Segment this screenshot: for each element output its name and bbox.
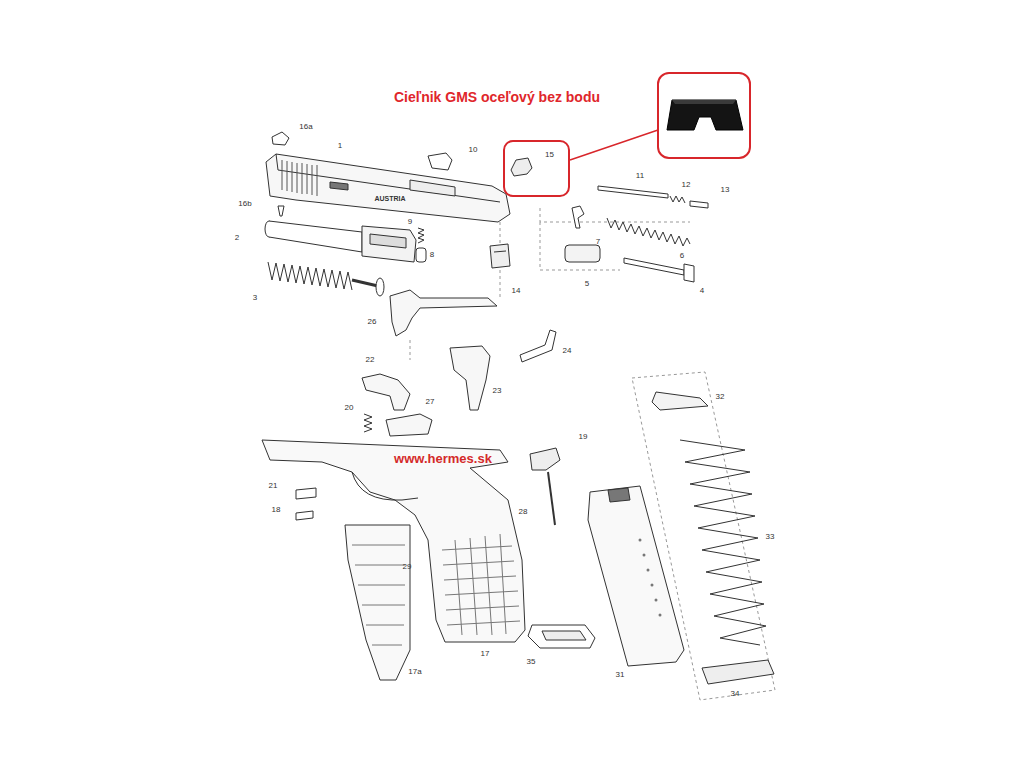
callout-number: 3 xyxy=(253,294,257,302)
callout-number: 17a xyxy=(408,668,421,676)
callout-number: 21 xyxy=(269,482,278,490)
callout-number: 33 xyxy=(766,533,775,541)
callout-number: 18 xyxy=(272,506,281,514)
callout-number: 20 xyxy=(345,404,354,412)
sight-photo xyxy=(667,100,743,130)
slide-marking: AUSTRIA xyxy=(374,195,405,202)
highlight-box: 15 xyxy=(503,140,570,197)
callout-number: 16a xyxy=(299,123,312,131)
page-title: Cieľnik GMS oceľový bez bodu xyxy=(394,89,600,105)
callout-number: 13 xyxy=(721,186,730,194)
callout-number: 8 xyxy=(430,251,434,259)
callout-number: 32 xyxy=(716,393,725,401)
callout-number: 5 xyxy=(585,280,589,288)
callout-number: 9 xyxy=(408,218,412,226)
callout-number: 34 xyxy=(731,690,740,698)
photo-frame xyxy=(658,73,750,158)
callout-number: 23 xyxy=(493,387,502,395)
callout-number: 16b xyxy=(238,200,251,208)
callout-number: 7 xyxy=(596,238,600,246)
callout-number: 31 xyxy=(616,671,625,679)
callout-number: 14 xyxy=(512,287,521,295)
callout-number: 27 xyxy=(426,398,435,406)
callout-number: 19 xyxy=(579,433,588,441)
callout-number: 15 xyxy=(545,151,554,159)
callout-number: 29 xyxy=(403,563,412,571)
callout-number: 10 xyxy=(469,146,478,154)
callout-number: 6 xyxy=(680,252,684,260)
callout-number: 35 xyxy=(527,658,536,666)
callout-number: 24 xyxy=(563,347,572,355)
callout-number: 2 xyxy=(235,234,239,242)
callout-number: 28 xyxy=(519,508,528,516)
callout-number: 12 xyxy=(682,181,691,189)
watermark: www.hermes.sk xyxy=(394,452,492,465)
callout-number: 26 xyxy=(368,318,377,326)
callout-number: 17 xyxy=(481,650,490,658)
callout-number: 4 xyxy=(700,287,704,295)
leader-line xyxy=(570,130,658,160)
callout-number: 11 xyxy=(636,172,644,180)
callout-number: 22 xyxy=(366,356,375,364)
callout-number: 1 xyxy=(338,142,342,150)
